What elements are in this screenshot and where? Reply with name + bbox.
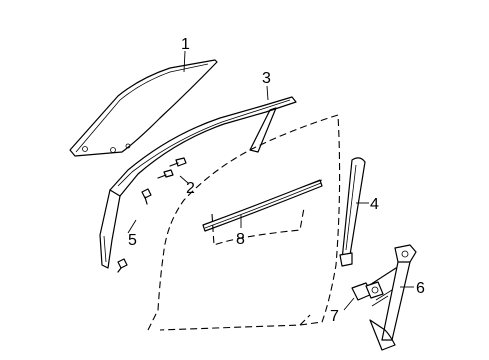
door-outline xyxy=(147,114,341,331)
door-glass xyxy=(69,59,218,157)
window-run-channel xyxy=(99,96,297,269)
callout-8: 8 xyxy=(236,231,245,248)
callout-3: 3 xyxy=(262,70,271,87)
leader-lines xyxy=(127,50,414,311)
bolts xyxy=(157,157,187,179)
callout-7: 7 xyxy=(330,308,339,325)
window-regulator xyxy=(361,244,417,351)
callout-2: 2 xyxy=(186,180,195,197)
beltline-weatherstrip xyxy=(202,179,323,232)
regulator-motor xyxy=(351,281,384,301)
callout-5: 5 xyxy=(128,232,137,249)
callout-6: 6 xyxy=(416,280,425,297)
fasteners xyxy=(117,188,152,273)
callout-1: 1 xyxy=(181,36,190,53)
rear-run-channel xyxy=(339,157,366,267)
callout-4: 4 xyxy=(370,196,379,213)
